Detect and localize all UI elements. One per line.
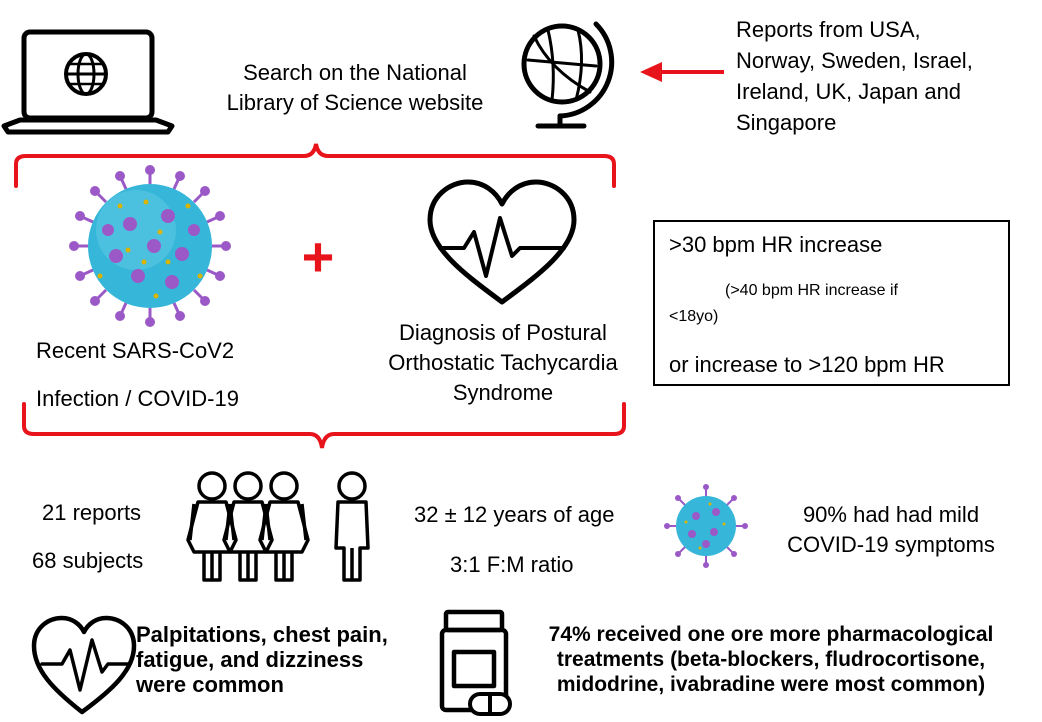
age-stat: 32 ± 12 years of age [414, 502, 615, 527]
reports-count: 21 reports [42, 500, 142, 525]
reports-line-1: Reports from USA, [736, 17, 921, 42]
criteria-line-3: or increase to >120 bpm HR [669, 352, 945, 377]
heart-pulse-bottom-icon [31, 615, 137, 715]
search-line-1: Search on the National [243, 60, 467, 85]
virus-small-icon [664, 484, 748, 568]
people-icon [186, 471, 370, 582]
plus-symbol: + [302, 225, 335, 288]
criteria-line-2a: (>40 bpm HR increase if [725, 282, 898, 299]
reports-line-2: Norway, Sweden, Israel, [736, 48, 973, 73]
diagnosis-line-2: Orthostatic Tachycardia [388, 350, 618, 375]
reports-line-3: Ireland, UK, Japan and [736, 79, 962, 104]
arrow-left-icon [640, 62, 724, 82]
infection-line-1: Recent SARS-CoV2 [36, 338, 235, 363]
criteria-box: >30 bpm HR increase (>40 bpm HR increase… [653, 220, 1010, 386]
treatments-text: 74% received one ore more pharmacologica… [506, 622, 1036, 697]
ratio-stat: 3:1 F:M ratio [450, 552, 574, 577]
diagnosis-text: Diagnosis of Postural Orthostatic Tachyc… [360, 318, 646, 408]
infection-text: Recent SARS-CoV2 Infection / COVID-19 [36, 336, 296, 414]
treatments-line-1: 74% received one ore more pharmacologica… [548, 623, 994, 646]
search-text: Search on the National Library of Scienc… [180, 58, 530, 118]
symptoms-line-1: Palpitations, chest pain, [136, 622, 388, 647]
subjects-count: 68 subjects [32, 548, 144, 573]
globe-icon [521, 21, 615, 129]
symptoms-text: Palpitations, chest pain, fatigue, and d… [136, 622, 388, 697]
mild-line-2: COVID-19 symptoms [787, 532, 995, 557]
diagnosis-line-1: Diagnosis of Postural [399, 320, 607, 345]
criteria-line-2b: <18yo) [669, 308, 719, 325]
reports-countries-text: Reports from USA, Norway, Sweden, Israel… [736, 14, 1036, 138]
laptop-globe-icon [1, 29, 175, 135]
search-line-2: Library of Science website [226, 90, 484, 115]
mild-symptoms-text: 90% had had mild COVID-19 symptoms [756, 500, 1026, 560]
infection-line-2: Infection / COVID-19 [36, 386, 239, 411]
symptoms-line-3: were common [136, 672, 284, 697]
criteria-line-1: >30 bpm HR increase [669, 232, 883, 257]
diagnosis-line-3: Syndrome [452, 380, 554, 405]
virus-icon [69, 165, 231, 327]
bottom-brace [22, 402, 626, 449]
symptoms-line-2: fatigue, and dizziness [136, 647, 364, 672]
reports-line-4: Singapore [736, 110, 837, 135]
top-brace [14, 143, 616, 188]
mild-line-1: 90% had had mild [802, 502, 980, 527]
treatments-line-2: treatments (beta-blockers, fludrocortiso… [556, 648, 986, 671]
heart-pulse-icon [427, 179, 577, 305]
treatments-line-3: midodrine, ivabradine were most common) [556, 673, 986, 696]
pill-icon [468, 692, 512, 716]
